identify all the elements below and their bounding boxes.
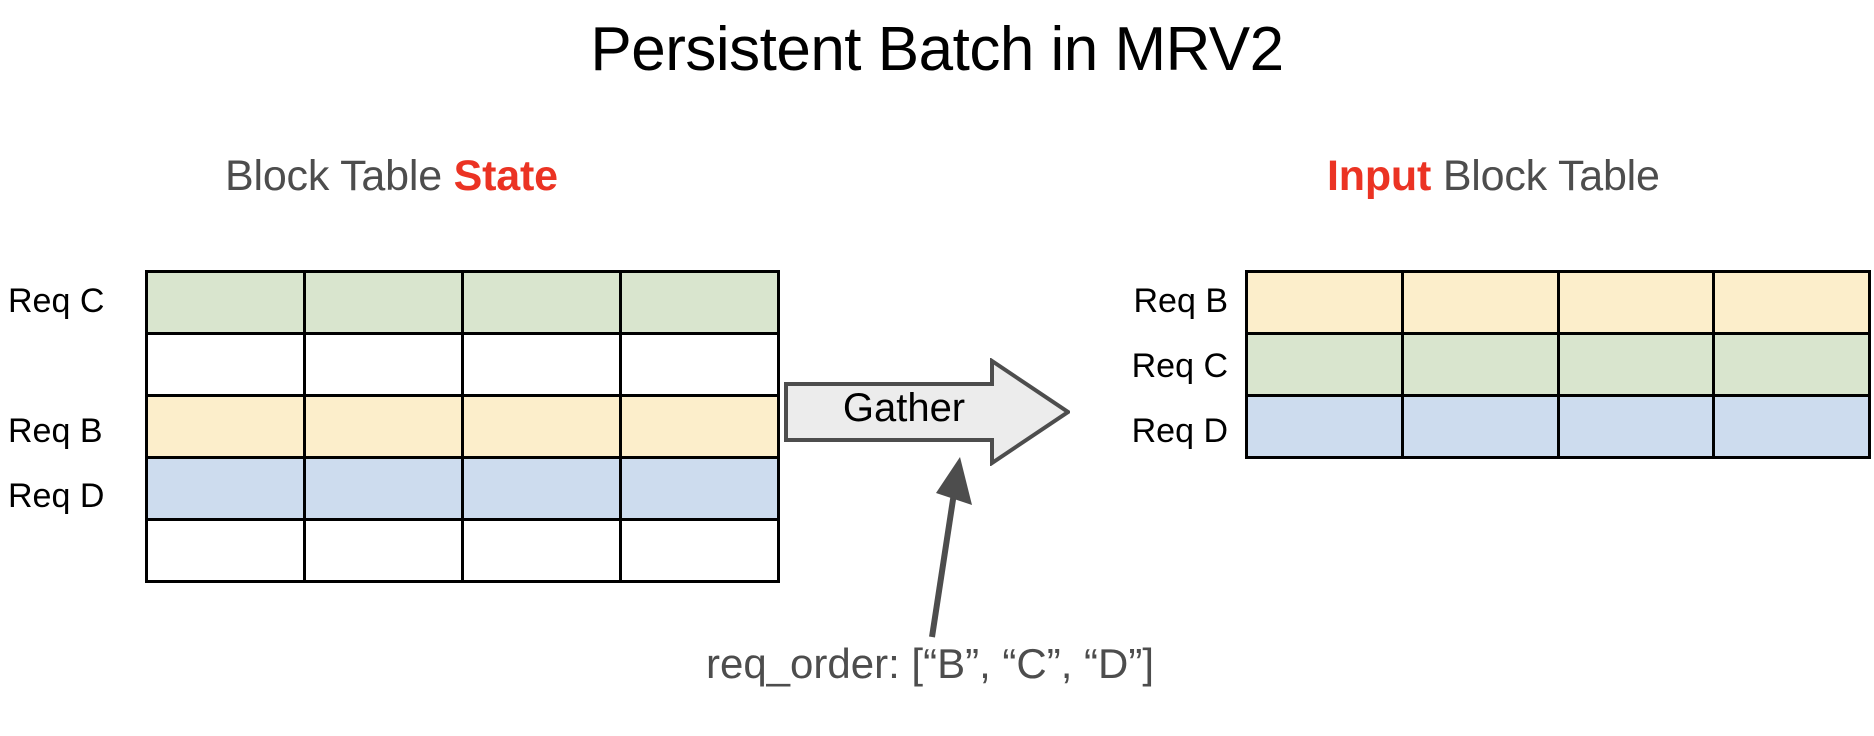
table-cell [1712,270,1871,335]
table-cell [1245,270,1404,335]
table-cell [619,270,780,335]
req-order-pointer-arrow-icon [929,457,972,638]
table-cell [303,394,464,459]
table-cell [303,518,464,583]
table-row [1245,332,1871,397]
state-row-label-req-b: Req B [8,412,103,450]
block-table-state [145,270,780,583]
block-table-state-body [145,270,780,583]
block-table-input [1245,270,1871,459]
table-cell [1556,332,1716,397]
input-row-label-req-d: Req D [1131,412,1228,450]
state-row-label-req-c: Req C [8,282,105,320]
req-order-arrow-shaft [929,492,957,638]
table-row [1245,394,1871,459]
left-section-heading: Block Table State [225,152,558,201]
table-row [145,456,780,521]
table-cell [303,456,464,521]
input-row-label-req-b: Req B [1133,282,1229,320]
table-cell [461,394,622,459]
table-cell [619,394,780,459]
gather-arrow-shape [784,358,1070,466]
table-cell [1400,270,1560,335]
table-cell [145,394,306,459]
page-title: Persistent Batch in MRV2 [590,15,1284,84]
table-row [145,518,780,583]
table-cell [303,270,464,335]
table-cell [1400,332,1560,397]
table-cell [619,456,780,521]
table-cell [461,456,622,521]
table-cell [461,270,622,335]
left-heading-accent: State [453,152,558,200]
table-cell [1712,332,1871,397]
table-cell [1556,394,1716,459]
table-cell [145,456,306,521]
req-order-annotation: req_order: [“B”, “C”, “D”] [705,640,1155,687]
state-row-label-req-d: Req D [8,477,105,515]
gather-arrow-icon [784,358,1070,466]
table-row [1245,270,1871,335]
table-cell [145,332,306,397]
right-section-heading: Input Block Table [1327,152,1660,201]
table-cell [1556,270,1716,335]
table-row [145,270,780,335]
table-cell [619,518,780,583]
table-cell [145,270,306,335]
table-cell [1712,394,1871,459]
table-cell [619,332,780,397]
table-cell [1245,394,1404,459]
left-heading-plain: Block Table [225,152,454,200]
table-cell [1245,332,1404,397]
table-cell [461,332,622,397]
table-cell [1400,394,1560,459]
table-row [145,332,780,397]
block-table-input-body [1245,270,1871,459]
right-heading-accent: Input [1327,152,1432,200]
table-cell [145,518,306,583]
table-cell [461,518,622,583]
table-row [145,394,780,459]
input-row-label-req-c: Req C [1131,347,1228,385]
req-order-arrow-head [936,457,972,505]
table-cell [303,332,464,397]
right-heading-plain: Block Table [1431,152,1660,200]
